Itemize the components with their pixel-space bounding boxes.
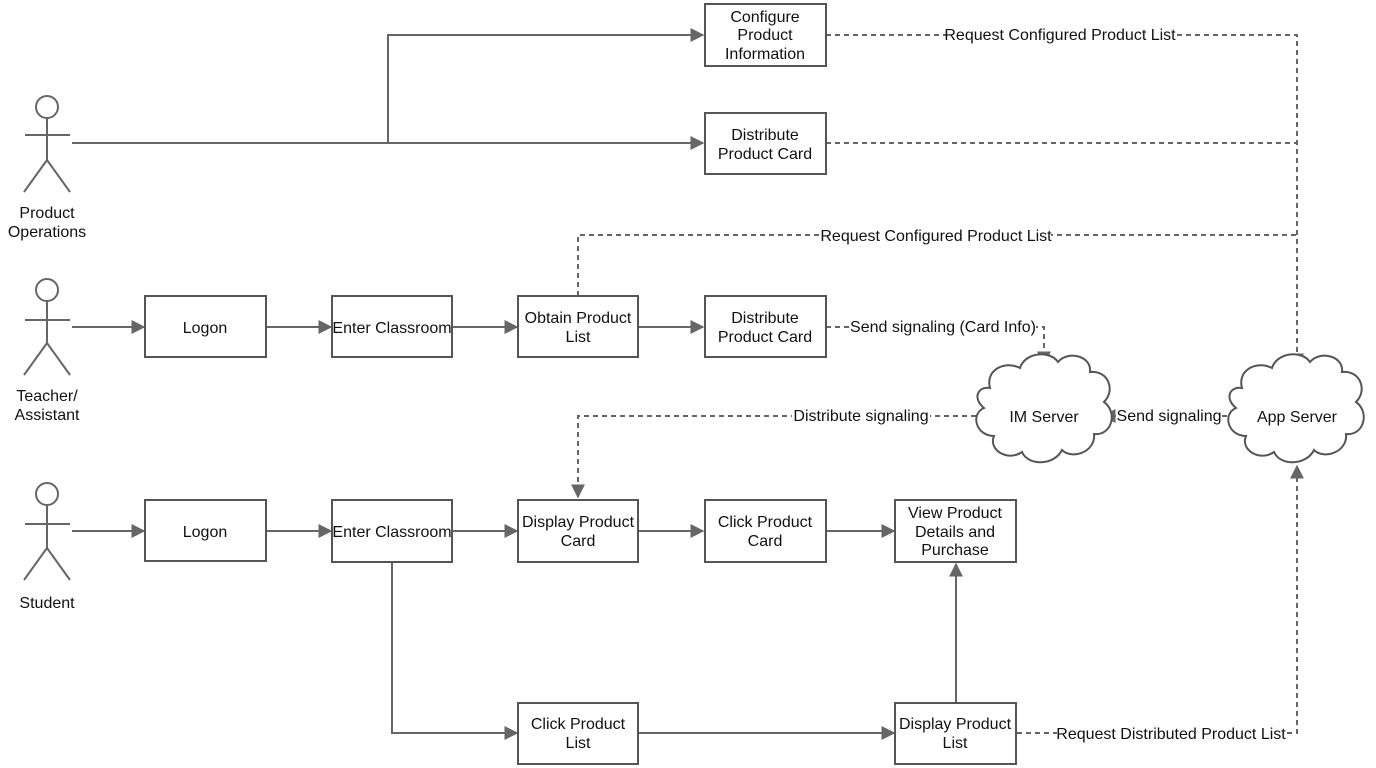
stick-figure-icon xyxy=(23,482,71,581)
box-configure-product-information: Configure Product Information xyxy=(704,3,827,67)
edge-enter-to-click-list xyxy=(391,563,519,740)
box-text-line1: Logon xyxy=(183,524,228,541)
stick-figure-icon xyxy=(23,95,71,193)
cloud-icon xyxy=(975,353,1113,464)
box-text-line1: Click Product xyxy=(531,716,626,733)
actor-product-operations: Product Operations xyxy=(8,95,86,241)
edge-display-list-to-app xyxy=(1017,464,1304,734)
box-text-line1: Configure xyxy=(730,9,799,26)
box-text-line2: Product Card xyxy=(718,146,812,163)
box-distribute-product-card-teacher: Distribute Product Card xyxy=(704,295,827,358)
box-text-line2: Product Card xyxy=(718,329,812,346)
app-server-cloud: App Server xyxy=(1227,353,1365,464)
box-text-line1: Distribute xyxy=(731,127,799,144)
cloud-icon xyxy=(1227,353,1365,464)
edge-im-to-display-card xyxy=(571,415,976,499)
edge-labels: Request Configured Product List Request … xyxy=(792,25,1286,743)
box-text-line1: Display Product xyxy=(522,514,635,531)
actor-label-line1: Teacher/ xyxy=(16,388,78,405)
box-text-line1: Obtain Product xyxy=(525,310,632,327)
server-label: IM Server xyxy=(1009,409,1079,426)
actor-label-line2: Operations xyxy=(8,224,86,241)
box-view-product-details: View Product Details and Purchase xyxy=(894,499,1017,563)
box-text-line2: Card xyxy=(561,533,596,550)
box-text-line1: Display Product xyxy=(899,716,1012,733)
box-text-line1: Distribute xyxy=(731,310,799,327)
label-request-configured-mid: Request Configured Product List xyxy=(820,228,1052,245)
solid-connectors xyxy=(72,28,963,740)
box-obtain-product-list: Obtain Product List xyxy=(517,295,639,358)
edge-configure-to-app xyxy=(826,34,1304,368)
stick-figure-icon xyxy=(23,278,71,376)
box-display-product-card: Display Product Card xyxy=(517,499,639,563)
box-text-line1: View Product xyxy=(908,505,1003,522)
box-text-line2: List xyxy=(566,329,591,346)
box-text-line3: Information xyxy=(725,46,805,63)
box-text-line2: List xyxy=(566,735,591,752)
box-text-line1: Logon xyxy=(183,320,228,337)
actor-student: Student xyxy=(19,482,75,612)
box-text-line1: Enter Classroom xyxy=(332,320,451,337)
edge-ops-to-configure xyxy=(72,28,705,144)
box-enter-classroom-teacher: Enter Classroom xyxy=(331,295,453,358)
label-request-distributed: Request Distributed Product List xyxy=(1056,726,1286,743)
box-click-product-list: Click Product List xyxy=(517,702,639,765)
label-send-signaling: Send signaling xyxy=(1117,408,1222,425)
actor-teacher-assistant: Teacher/ Assistant xyxy=(15,278,80,424)
box-text-line1: Enter Classroom xyxy=(332,524,451,541)
label-send-signaling-card: Send signaling (Card Info) xyxy=(850,319,1036,336)
box-text-line1: Click Product xyxy=(718,514,813,531)
actor-label-line1: Product xyxy=(19,205,75,222)
box-text-line2: Details and xyxy=(915,524,995,541)
im-server-cloud: IM Server xyxy=(975,353,1113,464)
label-request-configured-top: Request Configured Product List xyxy=(944,27,1176,44)
dashed-connectors xyxy=(571,34,1304,734)
box-display-product-list: Display Product List xyxy=(894,702,1017,765)
box-logon-student: Logon xyxy=(144,499,267,562)
box-text-line3: Purchase xyxy=(921,542,989,559)
box-enter-classroom-student: Enter Classroom xyxy=(331,499,453,563)
box-text-line2: Product xyxy=(737,27,793,44)
box-distribute-product-card-ops: Distribute Product Card xyxy=(704,112,827,175)
edge-obtain-to-app xyxy=(577,234,1297,296)
box-text-line2: Card xyxy=(748,533,783,550)
actor-label-line2: Assistant xyxy=(15,407,80,424)
actor-label-line1: Student xyxy=(19,595,75,612)
server-label: App Server xyxy=(1257,409,1338,426)
label-distribute-signaling: Distribute signaling xyxy=(793,408,928,425)
box-click-product-card: Click Product Card xyxy=(704,499,827,563)
box-logon-teacher: Logon xyxy=(144,295,267,358)
box-text-line2: List xyxy=(943,735,968,752)
